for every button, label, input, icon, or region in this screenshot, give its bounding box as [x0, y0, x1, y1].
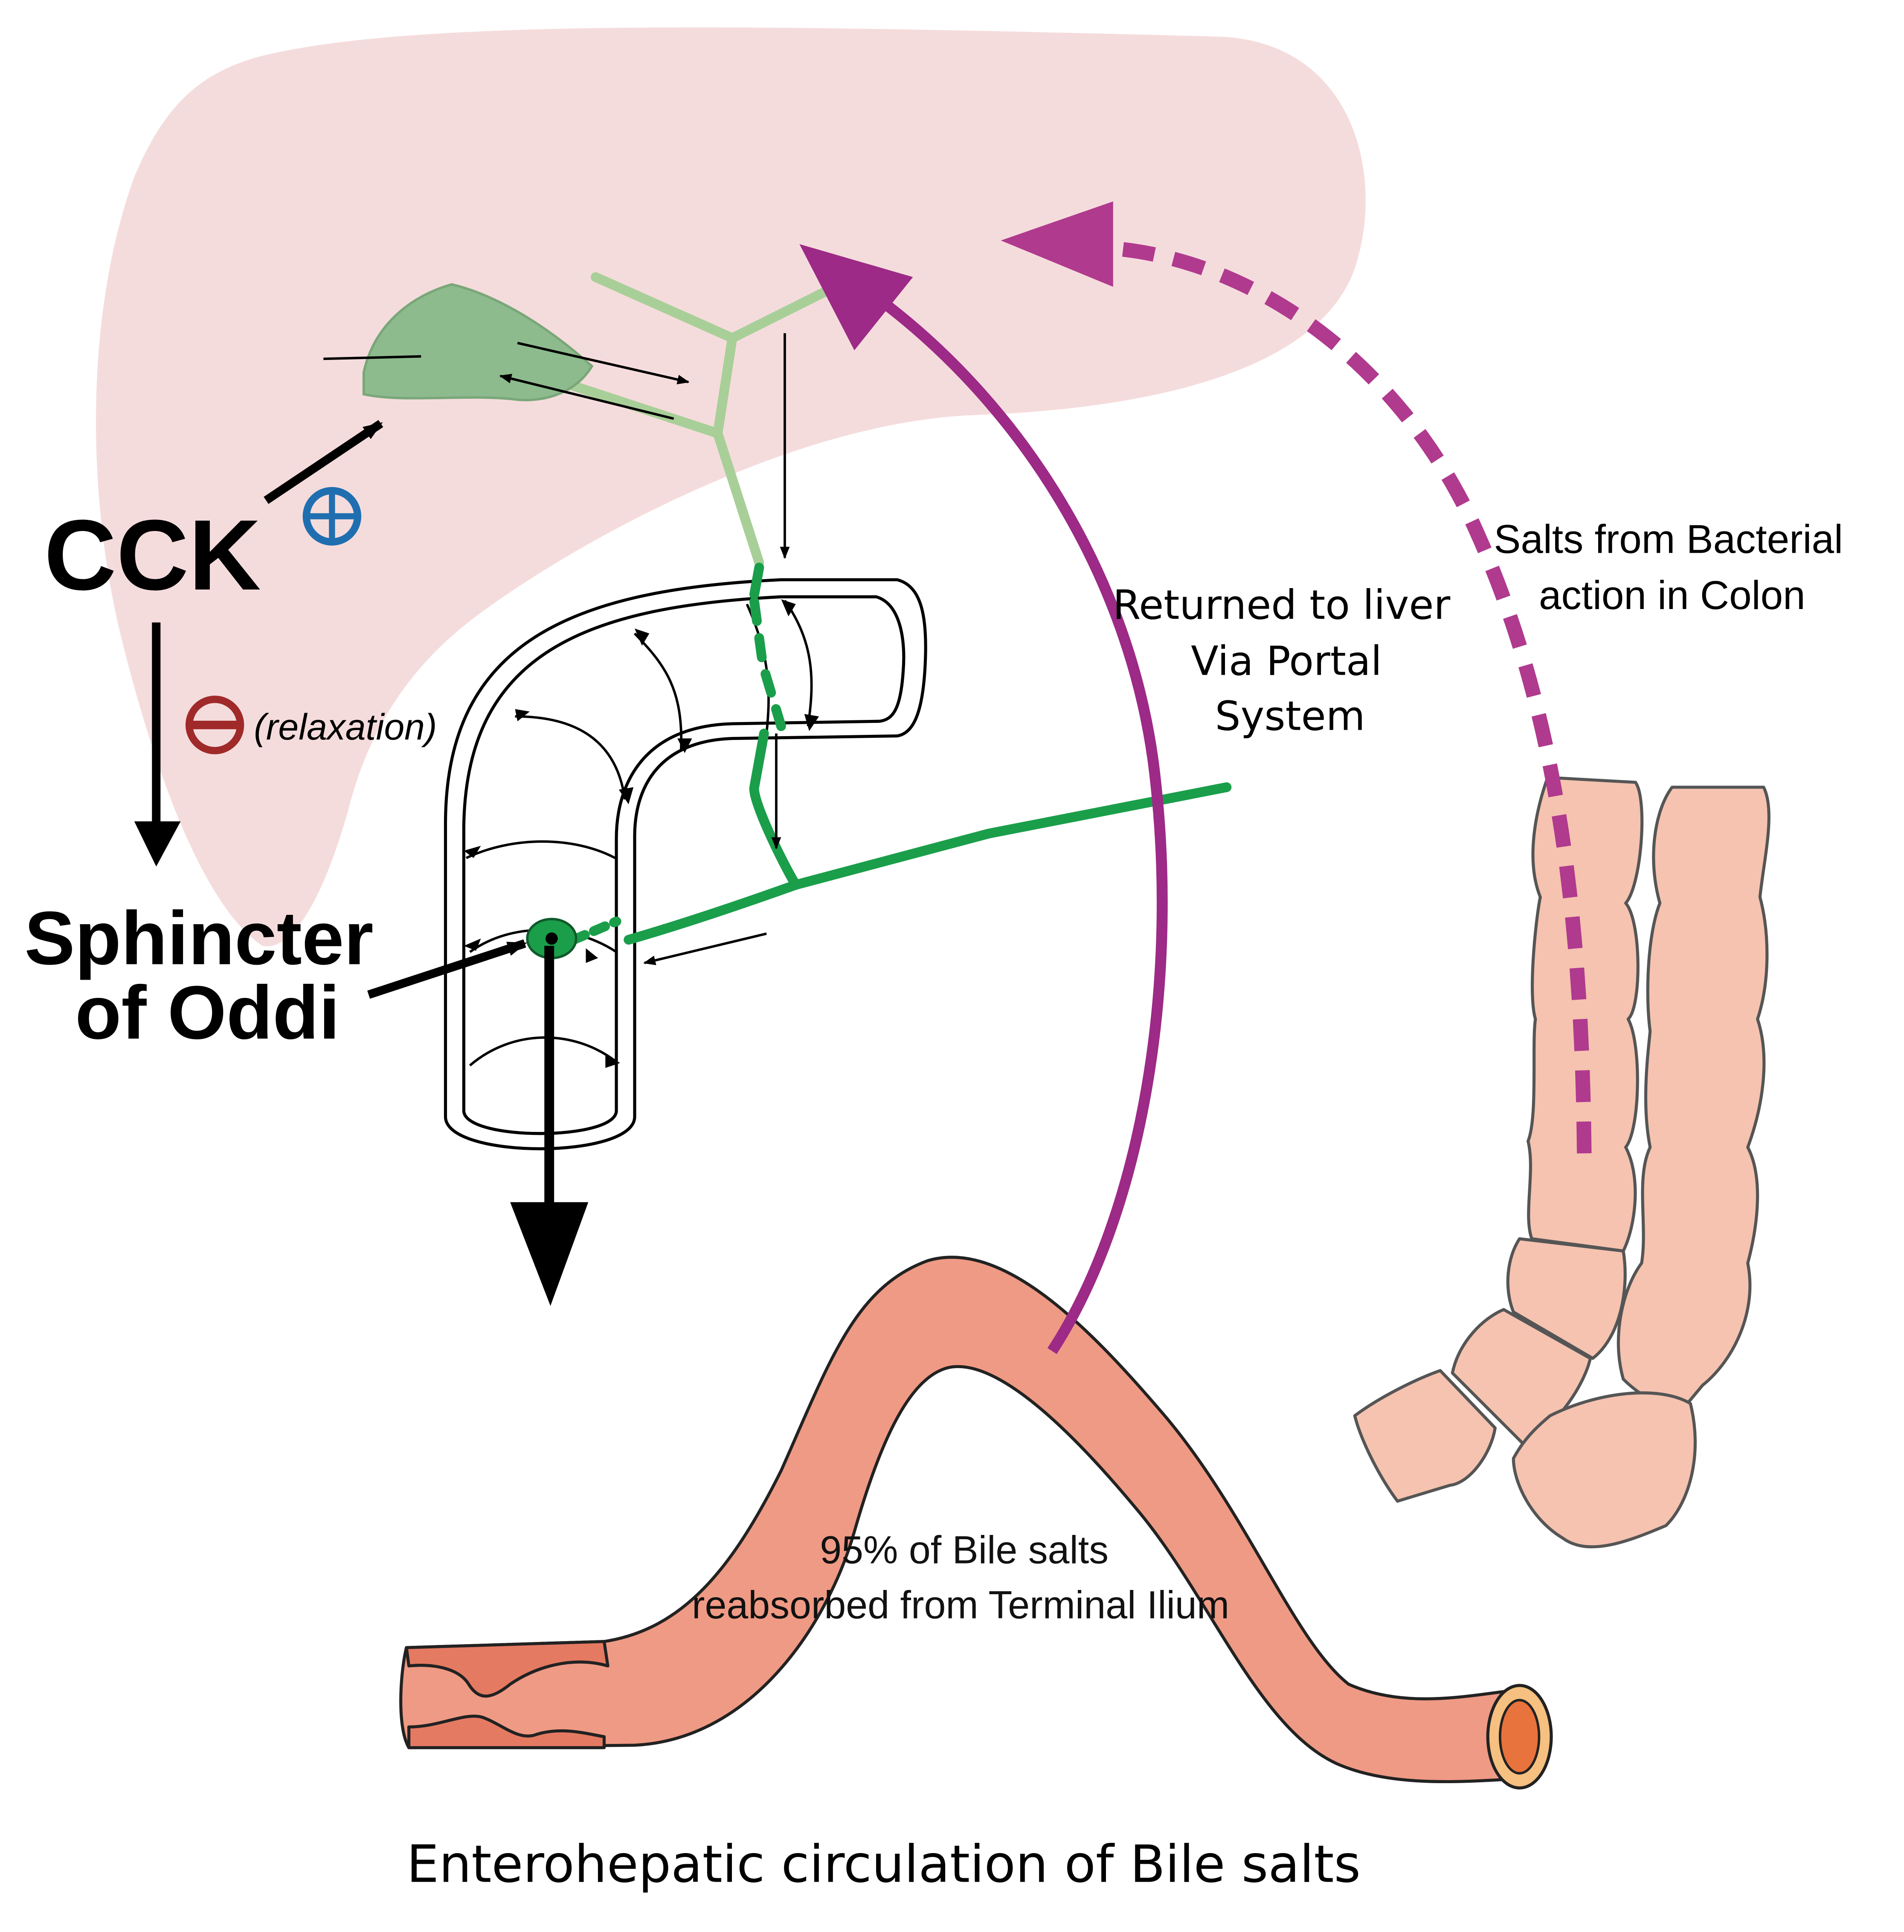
reabsorbed-label-line2: reabsorbed from Terminal Ilium [692, 1583, 1229, 1627]
papilla-center [546, 932, 558, 945]
portal-return-arrow [875, 294, 1168, 1354]
flow-arrow-to-duct [517, 342, 690, 385]
cck-to-gallbladder-arrow [264, 420, 383, 504]
cck-label: CCK [44, 499, 261, 611]
returned-label-line2: Via Portal [1191, 638, 1382, 685]
relaxation-label: (relaxation) [254, 707, 437, 748]
reabsorbed-label-line1: 95% of Bile salts [820, 1529, 1109, 1572]
sphincter-label-line2: of Oddi [75, 970, 340, 1055]
sphincter-label-arrow [367, 939, 527, 999]
colon [1353, 776, 1770, 1549]
bile-outflow-arrowhead [510, 1202, 589, 1306]
flow-arrow-to-gallbladder [499, 374, 674, 420]
bacterial-label-line1: Salts from Bacterial [1494, 517, 1843, 562]
minus-circle-icon [185, 696, 244, 754]
colon-return-arrow [1104, 240, 1592, 1154]
sphincter-label-line1: Sphincter [24, 896, 373, 981]
flow-arrow-to-papilla [643, 932, 767, 965]
gallbladder-line [323, 355, 421, 360]
hepatic-ducts [542, 272, 830, 568]
portal-return-arrowhead [799, 244, 913, 351]
diagram-caption: Enterohepatic circulation of Bile salts [406, 1835, 1361, 1894]
returned-label-line3: System [1215, 693, 1365, 740]
bile-duct [569, 563, 1232, 945]
duodenum [444, 578, 927, 1151]
bacterial-label-line2: action in Colon [1539, 573, 1805, 618]
colon-return-arrowhead [1001, 201, 1113, 287]
plus-circle-icon [302, 487, 362, 546]
peristalsis-arrowheads [464, 599, 819, 1068]
gallbladder [362, 283, 594, 401]
returned-label-line1: Returned to liver [1113, 582, 1451, 629]
cck-to-sphincter-arrowhead [134, 821, 181, 867]
terminal-ileum [399, 1256, 1553, 1790]
